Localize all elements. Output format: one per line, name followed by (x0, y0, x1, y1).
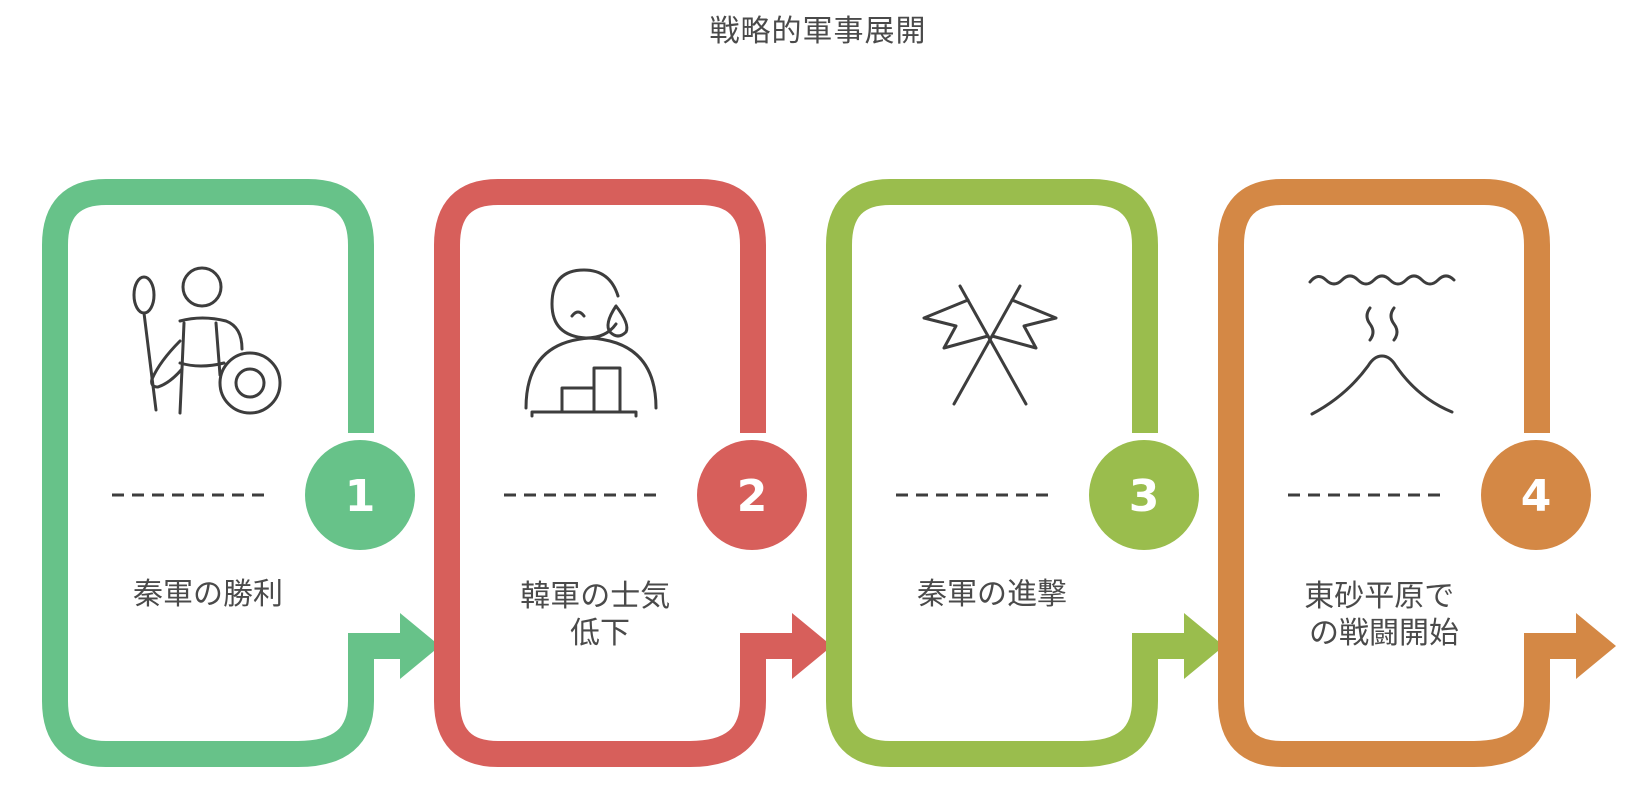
crossed-flags-icon (922, 284, 1058, 406)
step-3: 3 秦軍の進撃 (826, 179, 1224, 767)
step-4-label-line-2: の戦闘開始 (1309, 616, 1459, 651)
step-3-label: 秦軍の進撃 (917, 577, 1067, 612)
step-2-arrow (740, 613, 832, 679)
step-4-number-badge (1481, 440, 1591, 550)
step-2-label-line-1: 韓軍の士気 (520, 579, 670, 614)
step-1-arrow (348, 613, 440, 679)
step-2: 2 韓軍の士気 低下 (434, 179, 832, 767)
step-1-number-badge (305, 440, 415, 550)
step-1-number: 1 (345, 471, 376, 522)
step-2-number-badge (697, 440, 807, 550)
step-4-frame (1218, 179, 1550, 767)
step-2-label-line-2: 低下 (570, 616, 630, 651)
step-2-number: 2 (737, 471, 768, 522)
step-1-label-line-1: 秦軍の勝利 (133, 577, 283, 612)
step-3-frame (826, 179, 1158, 767)
step-3-label-line-1: 秦軍の進撃 (917, 577, 1067, 612)
step-4-number: 4 (1521, 471, 1552, 522)
volcano-plain-icon (1308, 274, 1456, 416)
step-4-arrow (1524, 613, 1616, 679)
step-1-frame (42, 179, 374, 767)
step-4: 4 東砂平原で の戦闘開始 (1218, 179, 1616, 767)
step-1: 1 秦軍の勝利 (42, 179, 440, 767)
step-4-label-line-1: 東砂平原で (1304, 579, 1454, 614)
sad-person-declining-chart-icon (524, 268, 658, 418)
step-4-label: 東砂平原で の戦闘開始 (1304, 579, 1464, 651)
step-3-arrow (1132, 613, 1224, 679)
soldier-spear-shield-icon (132, 266, 282, 415)
page-title: 戦略的軍事展開 (709, 14, 927, 49)
step-1-label: 秦軍の勝利 (133, 577, 283, 612)
step-2-frame (434, 179, 766, 767)
step-3-number-badge (1089, 440, 1199, 550)
step-3-number: 3 (1129, 471, 1160, 522)
step-2-label: 韓軍の士気 低下 (520, 579, 680, 651)
